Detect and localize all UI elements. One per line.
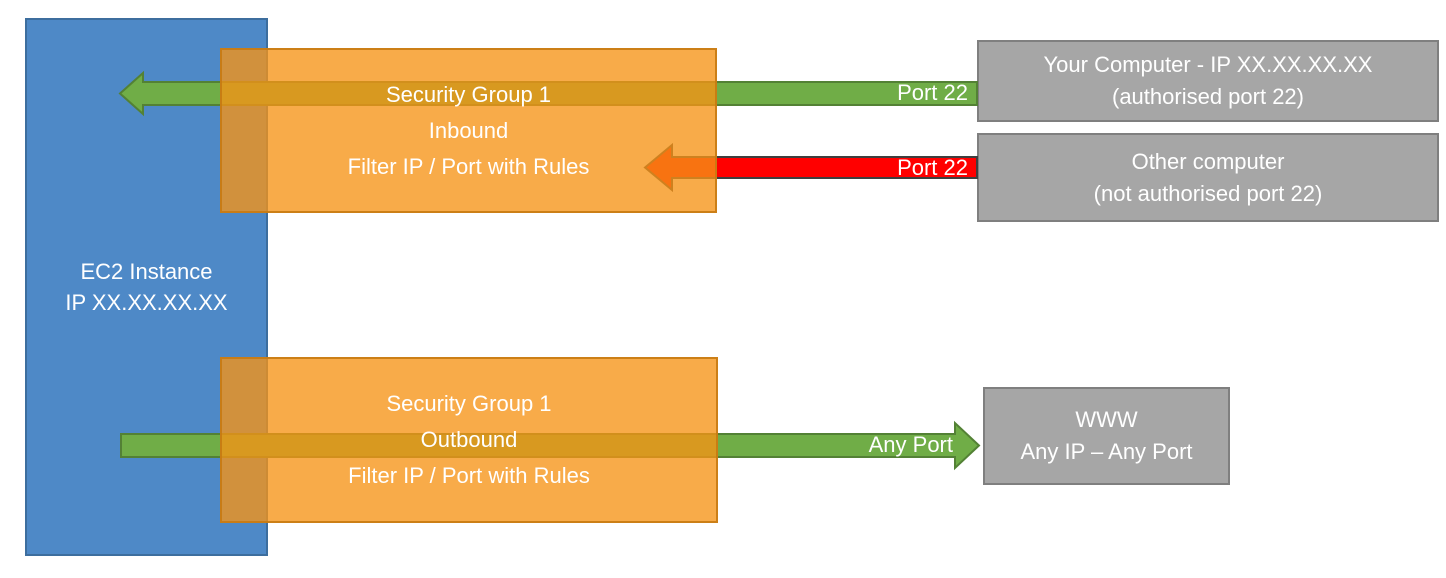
ec2-instance-label: EC2 Instance xyxy=(80,259,213,284)
inbound-blocked-port-label: Port 22 xyxy=(897,155,968,180)
www-label: WWW xyxy=(1075,407,1138,432)
security-group-outbound-box: Security Group 1 Outbound Filter IP / Po… xyxy=(220,357,718,523)
security-group-outbound-title: Security Group 1 xyxy=(386,391,552,416)
security-group-inbound-title: Security Group 1 xyxy=(385,81,552,107)
www-box: WWW Any IP – Any Port xyxy=(983,387,1230,485)
security-group-inbound-description: Filter IP / Port with Rules xyxy=(347,153,590,179)
security-group-outbound-description: Filter IP / Port with Rules xyxy=(348,463,590,488)
your-computer-label: Your Computer - IP XX.XX.XX.XX xyxy=(1043,52,1373,77)
your-computer-authorisation: (authorised port 22) xyxy=(1112,84,1304,109)
security-group-outbound-direction: Outbound xyxy=(420,427,518,452)
outbound-port-label: Any Port xyxy=(868,432,953,457)
other-computer-label: Other computer xyxy=(1131,148,1285,174)
security-group-inbound-box: Security Group 1 Inbound Filter IP / Por… xyxy=(220,48,717,213)
other-computer-box: Other computer (not authorised port 22) xyxy=(977,133,1439,222)
ec2-instance-ip: IP XX.XX.XX.XX xyxy=(65,290,228,315)
inbound-allowed-port-label: Port 22 xyxy=(897,80,968,105)
www-scope: Any IP – Any Port xyxy=(1020,439,1193,464)
your-computer-box: Your Computer - IP XX.XX.XX.XX (authoris… xyxy=(977,40,1439,122)
other-computer-authorisation: (not authorised port 22) xyxy=(1093,180,1323,206)
security-group-inbound-direction: Inbound xyxy=(428,117,509,143)
